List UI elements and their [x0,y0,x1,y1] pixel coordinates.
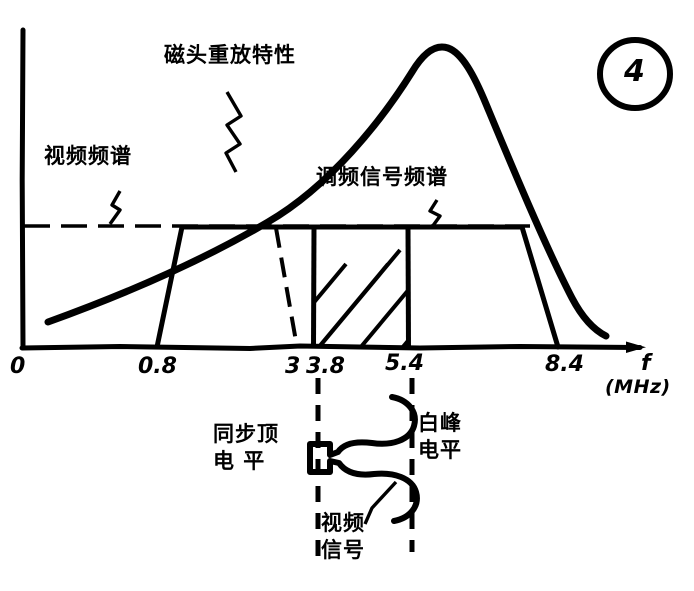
figure-number-circle [597,37,673,111]
head-response-curve [44,43,610,340]
x-axis-unit-label: (MHz) [605,376,671,398]
annotation-fm-signal-spectrum: 调频信号频谱 [316,165,448,189]
x-tick-label-3-8: 3.8 [306,354,345,379]
fm-deviation-hatched-region [314,248,407,347]
x-axis-variable-label: f [641,351,652,376]
video-spectrum-edge-dashed [274,227,299,348]
figure-number-label: 4 [624,54,646,89]
label-white-peak-level-line1: 白峰 [418,411,462,435]
label-sync-tip-level-line2: 电 平 [213,449,266,473]
x-tick-label-3: 3 [285,354,301,379]
x-tick-label-5-4: 5.4 [385,351,424,376]
video-signal-waveform [307,394,420,524]
label-sync-tip-level-line1: 同步顶 [213,422,279,446]
y-axis [19,27,26,350]
x-tick-label-0: 0 [10,354,26,379]
label-video-signal-line1: 视频 [321,511,365,535]
x-axis-arrowhead [626,341,646,353]
label-video-signal-line2: 信号 [321,538,365,562]
hatched-region-right-border [405,226,411,348]
x-tick-label-0-8: 0.8 [138,354,177,379]
leader-head-response [224,91,243,173]
annotation-video-spectrum: 视频频谱 [44,144,132,168]
leader-video-spectrum [108,190,122,225]
x-tick-label-8-4: 8.4 [545,352,584,377]
x-axis [19,343,643,352]
leader-video-signal [363,480,398,525]
hatched-region-left-border [311,226,317,348]
label-white-peak-level-line2: 电平 [418,438,462,462]
annotation-head-response: 磁头重放特性 [164,43,296,67]
leader-fm-spectrum [428,199,442,228]
fm-spectrum-trapezoid [154,224,561,350]
